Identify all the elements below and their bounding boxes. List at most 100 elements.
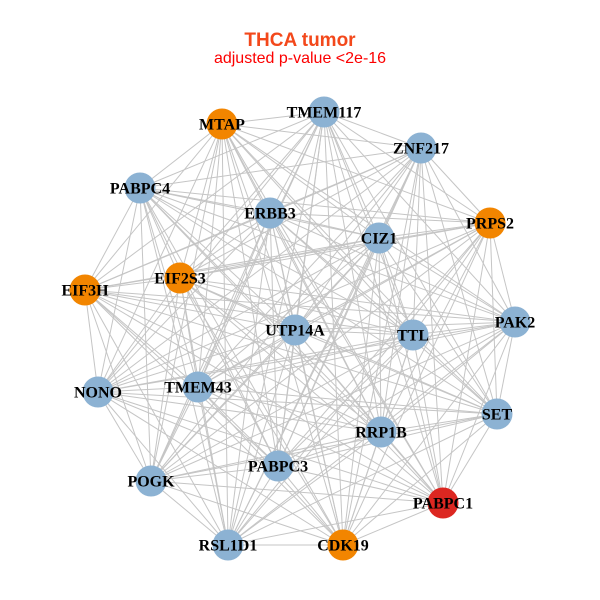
node-label-RSL1D1: RSL1D1 (199, 538, 258, 555)
edge-NONO-CDK19 (97, 391, 344, 546)
edge-NONO-TMEM43 (97, 386, 199, 393)
edge-ERBB3-EIF3H (84, 212, 271, 291)
edge-TTL-PABPC1 (412, 334, 444, 504)
nodes-layer (69, 96, 531, 561)
edge-UTP14A-POGK (150, 329, 296, 482)
edge-PABPC4-SET (139, 187, 498, 415)
node-circle-RRP1B (365, 416, 397, 448)
edge-TMEM43-PABPC3 (197, 386, 279, 467)
edge-EIF3H-RSL1D1 (84, 289, 229, 546)
edge-EIF2S3-PABPC3 (179, 277, 279, 467)
edge-UTP14A-SET (294, 329, 498, 415)
edge-EIF3H-TMEM43 (84, 289, 199, 388)
edge-CIZ1-SET (378, 237, 498, 415)
node-circle-ZNF217 (405, 132, 437, 164)
edge-ZNF217-EIF2S3 (179, 147, 422, 279)
edge-CIZ1-TMEM43 (197, 237, 380, 388)
edge-PRPS2-PABPC1 (442, 222, 491, 504)
plot-subtitle: adjusted p-value <2e-16 (213, 50, 387, 67)
edge-CIZ1-PAK2 (378, 237, 516, 323)
edge-PABPC3-CDK19 (277, 465, 344, 546)
edge-ERBB3-TMEM43 (197, 212, 271, 388)
edge-PABPC4-UTP14A (139, 187, 296, 331)
edge-TTL-NONO (97, 334, 414, 393)
edge-NONO-POGK (97, 391, 152, 482)
edge-TMEM117-SET (323, 111, 498, 415)
edge-PABPC3-PABPC1 (277, 465, 444, 504)
node-label-UTP14A: UTP14A (265, 323, 325, 340)
edge-RRP1B-PABPC1 (380, 431, 444, 504)
edge-EIF2S3-PABPC1 (179, 277, 444, 504)
edge-PAK2-CDK19 (342, 321, 516, 546)
edge-ERBB3-PRPS2 (269, 212, 491, 224)
edge-CIZ1-RRP1B (378, 237, 382, 433)
labels-layer: MTAPTMEM117ZNF217PABPC4ERBB3PRPS2CIZ1EIF… (61, 105, 535, 555)
edge-UTP14A-NONO (97, 329, 296, 393)
edge-ERBB3-SET (269, 212, 498, 415)
edge-NONO-PABPC3 (97, 391, 279, 467)
edge-EIF2S3-RRP1B (179, 277, 382, 433)
edge-PABPC4-PRPS2 (139, 187, 491, 224)
edge-RRP1B-RSL1D1 (227, 431, 382, 546)
edge-EIF2S3-TTL (179, 277, 414, 336)
node-circle-TMEM117 (308, 96, 340, 128)
edge-RRP1B-CDK19 (342, 431, 382, 546)
edge-PAK2-PABPC3 (277, 321, 516, 467)
edge-MTAP-RSL1D1 (221, 123, 229, 546)
edge-ZNF217-RRP1B (380, 147, 422, 433)
node-label-CDK19: CDK19 (317, 538, 369, 555)
edge-SET-PABPC1 (442, 413, 498, 504)
node-circle-MTAP (206, 108, 238, 140)
edge-SET-CDK19 (342, 413, 498, 546)
node-circle-EIF2S3 (164, 262, 196, 294)
edge-ERBB3-TTL (269, 212, 414, 336)
edge-RRP1B-PABPC3 (277, 431, 382, 467)
node-label-TMEM43: TMEM43 (164, 380, 232, 397)
node-circle-CIZ1 (363, 222, 395, 254)
edge-ERBB3-CIZ1 (269, 212, 380, 239)
edge-EIF3H-RRP1B (84, 289, 382, 433)
edge-PRPS2-CIZ1 (378, 222, 491, 239)
node-circle-TTL (397, 319, 429, 351)
edge-CIZ1-PABPC1 (378, 237, 444, 504)
edge-POGK-CDK19 (150, 480, 344, 546)
edge-CIZ1-NONO (97, 237, 380, 393)
edge-ZNF217-PABPC4 (139, 147, 422, 189)
edge-MTAP-SET (221, 123, 498, 415)
edge-TMEM117-POGK (150, 111, 325, 482)
edge-PABPC3-POGK (150, 465, 279, 482)
node-circle-UTP14A (279, 314, 311, 346)
edge-NONO-RRP1B (97, 391, 382, 433)
edge-PRPS2-RSL1D1 (227, 222, 491, 546)
edge-PRPS2-TMEM43 (197, 222, 491, 388)
edge-PRPS2-CDK19 (342, 222, 491, 546)
node-label-SET: SET (482, 407, 513, 424)
edge-POGK-PABPC1 (150, 480, 444, 504)
edge-SET-POGK (150, 413, 498, 482)
edge-TMEM117-RSL1D1 (227, 111, 325, 546)
node-label-RRP1B: RRP1B (355, 425, 407, 442)
edge-TTL-TMEM43 (197, 334, 414, 388)
edge-SET-RRP1B (380, 413, 498, 433)
edge-PAK2-SET (496, 321, 516, 415)
node-label-POGK: POGK (127, 474, 175, 491)
edge-EIF3H-UTP14A (84, 289, 296, 331)
edge-TMEM117-PABPC1 (323, 111, 444, 504)
edge-PRPS2-PAK2 (489, 222, 516, 323)
node-circle-TMEM43 (182, 371, 214, 403)
node-circle-RSL1D1 (212, 529, 244, 561)
edge-ZNF217-TTL (412, 147, 422, 336)
node-circle-PAK2 (499, 306, 531, 338)
edge-PABPC3-RSL1D1 (227, 465, 279, 546)
edge-CIZ1-CDK19 (342, 237, 380, 546)
node-circle-PRPS2 (474, 207, 506, 239)
node-circle-NONO (82, 376, 114, 408)
edge-PRPS2-EIF2S3 (179, 222, 491, 279)
edge-TTL-SET (412, 334, 498, 415)
edge-MTAP-EIF3H (84, 123, 223, 291)
edge-PABPC4-NONO (97, 187, 141, 393)
node-label-NONO: NONO (74, 385, 122, 402)
edge-NONO-RSL1D1 (97, 391, 229, 546)
edge-PABPC1-RSL1D1 (227, 502, 444, 546)
